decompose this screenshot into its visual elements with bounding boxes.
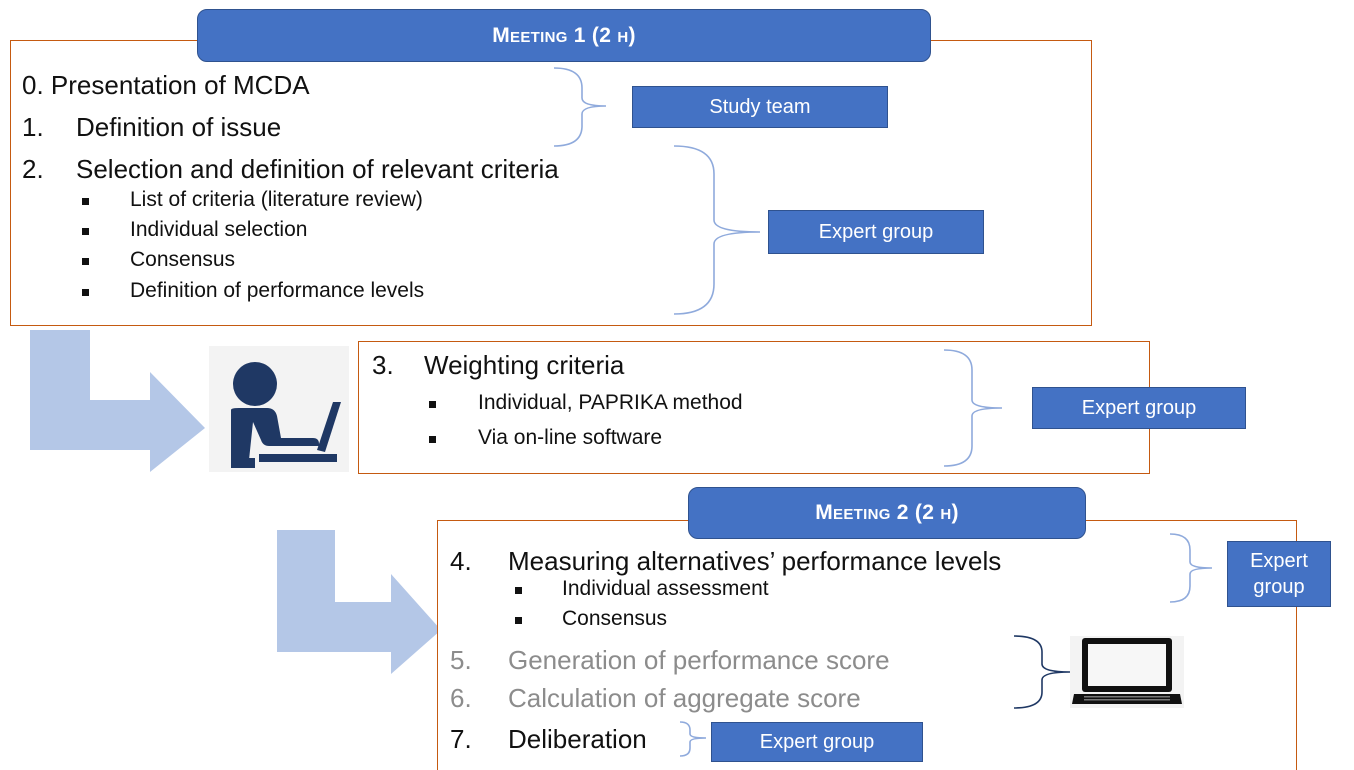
- tag-expert-group-1-text: Expert group: [818, 221, 934, 243]
- bullet-marker: [429, 401, 436, 408]
- tag-expert-group-4-text: Expert group: [759, 731, 875, 753]
- step3-number: 3.: [372, 350, 394, 380]
- step0-text: 0. Presentation of MCDA: [22, 70, 310, 100]
- flow-arrow-1: [30, 330, 205, 472]
- step4-text: Measuring alternatives’ performance leve…: [508, 546, 1002, 576]
- step3-bullet-1: Individual, PAPRIKA method: [478, 391, 743, 414]
- step2-bullet-3: Consensus: [130, 248, 236, 271]
- brace-study-team: [553, 67, 607, 147]
- tag-expert-group-2-text: Expert group: [1081, 397, 1197, 419]
- meeting1-header: Meeting 1 (2 h): [197, 9, 931, 62]
- tag-study-team-text: Study team: [709, 96, 811, 118]
- step3-bullet-2: Via on-line software: [478, 426, 663, 449]
- meeting2-header: Meeting 2 (2 h): [688, 487, 1086, 539]
- bullet-marker: [515, 587, 522, 594]
- bullet-marker: [82, 198, 89, 205]
- step1-number: 1.: [22, 112, 44, 142]
- step5-text: Generation of performance score: [508, 645, 890, 675]
- step2-bullet-4: Definition of performance levels: [130, 279, 425, 302]
- bullet-marker: [82, 228, 89, 235]
- step2-bullet-2: Individual selection: [130, 218, 308, 241]
- step2-bullet-1: List of criteria (literature review): [130, 188, 423, 211]
- step3-text: Weighting criteria: [424, 350, 625, 380]
- step1-text: Definition of issue: [76, 112, 282, 142]
- step6-number: 6.: [450, 683, 472, 713]
- flow-arrow-2: [277, 530, 441, 674]
- tag-expert-group-4: Expert group: [711, 722, 923, 762]
- tag-expert-group-3-line1: Expert: [1250, 550, 1308, 572]
- step2-number: 2.: [22, 154, 44, 184]
- brace-expert-group-3: [1169, 533, 1213, 603]
- brace-expert-group-4: [679, 721, 707, 757]
- step7-number: 7.: [450, 724, 472, 754]
- person-at-laptop-icon: [209, 346, 349, 472]
- bullet-marker: [82, 289, 89, 296]
- tag-expert-group-1: Expert group: [768, 210, 984, 254]
- tag-study-team: Study team: [632, 86, 888, 128]
- step3-box: [358, 341, 1150, 474]
- brace-expert-group-2: [943, 349, 1003, 467]
- step5-number: 5.: [450, 645, 472, 675]
- brace-laptop: [1013, 635, 1071, 709]
- step4-bullet-1: Individual assessment: [562, 577, 769, 600]
- tag-expert-group-3-line2: group: [1253, 576, 1305, 598]
- step2-text: Selection and definition of relevant cri…: [76, 154, 559, 184]
- laptop-icon: [1070, 636, 1184, 708]
- step6-text: Calculation of aggregate score: [508, 683, 861, 713]
- step4-bullet-2: Consensus: [562, 607, 668, 630]
- step7-text: Deliberation: [508, 724, 647, 754]
- step4-number: 4.: [450, 546, 472, 576]
- meeting1-box: [10, 40, 1092, 326]
- bullet-marker: [82, 258, 89, 265]
- meeting1-header-text: Meeting 1 (2 h): [492, 23, 636, 47]
- bullet-marker: [515, 617, 522, 624]
- meeting2-header-text: Meeting 2 (2 h): [815, 501, 959, 524]
- tag-expert-group-2: Expert group: [1032, 387, 1246, 429]
- tag-expert-group-3: Expert group: [1227, 541, 1331, 607]
- bullet-marker: [429, 436, 436, 443]
- brace-expert-group-1: [673, 145, 761, 315]
